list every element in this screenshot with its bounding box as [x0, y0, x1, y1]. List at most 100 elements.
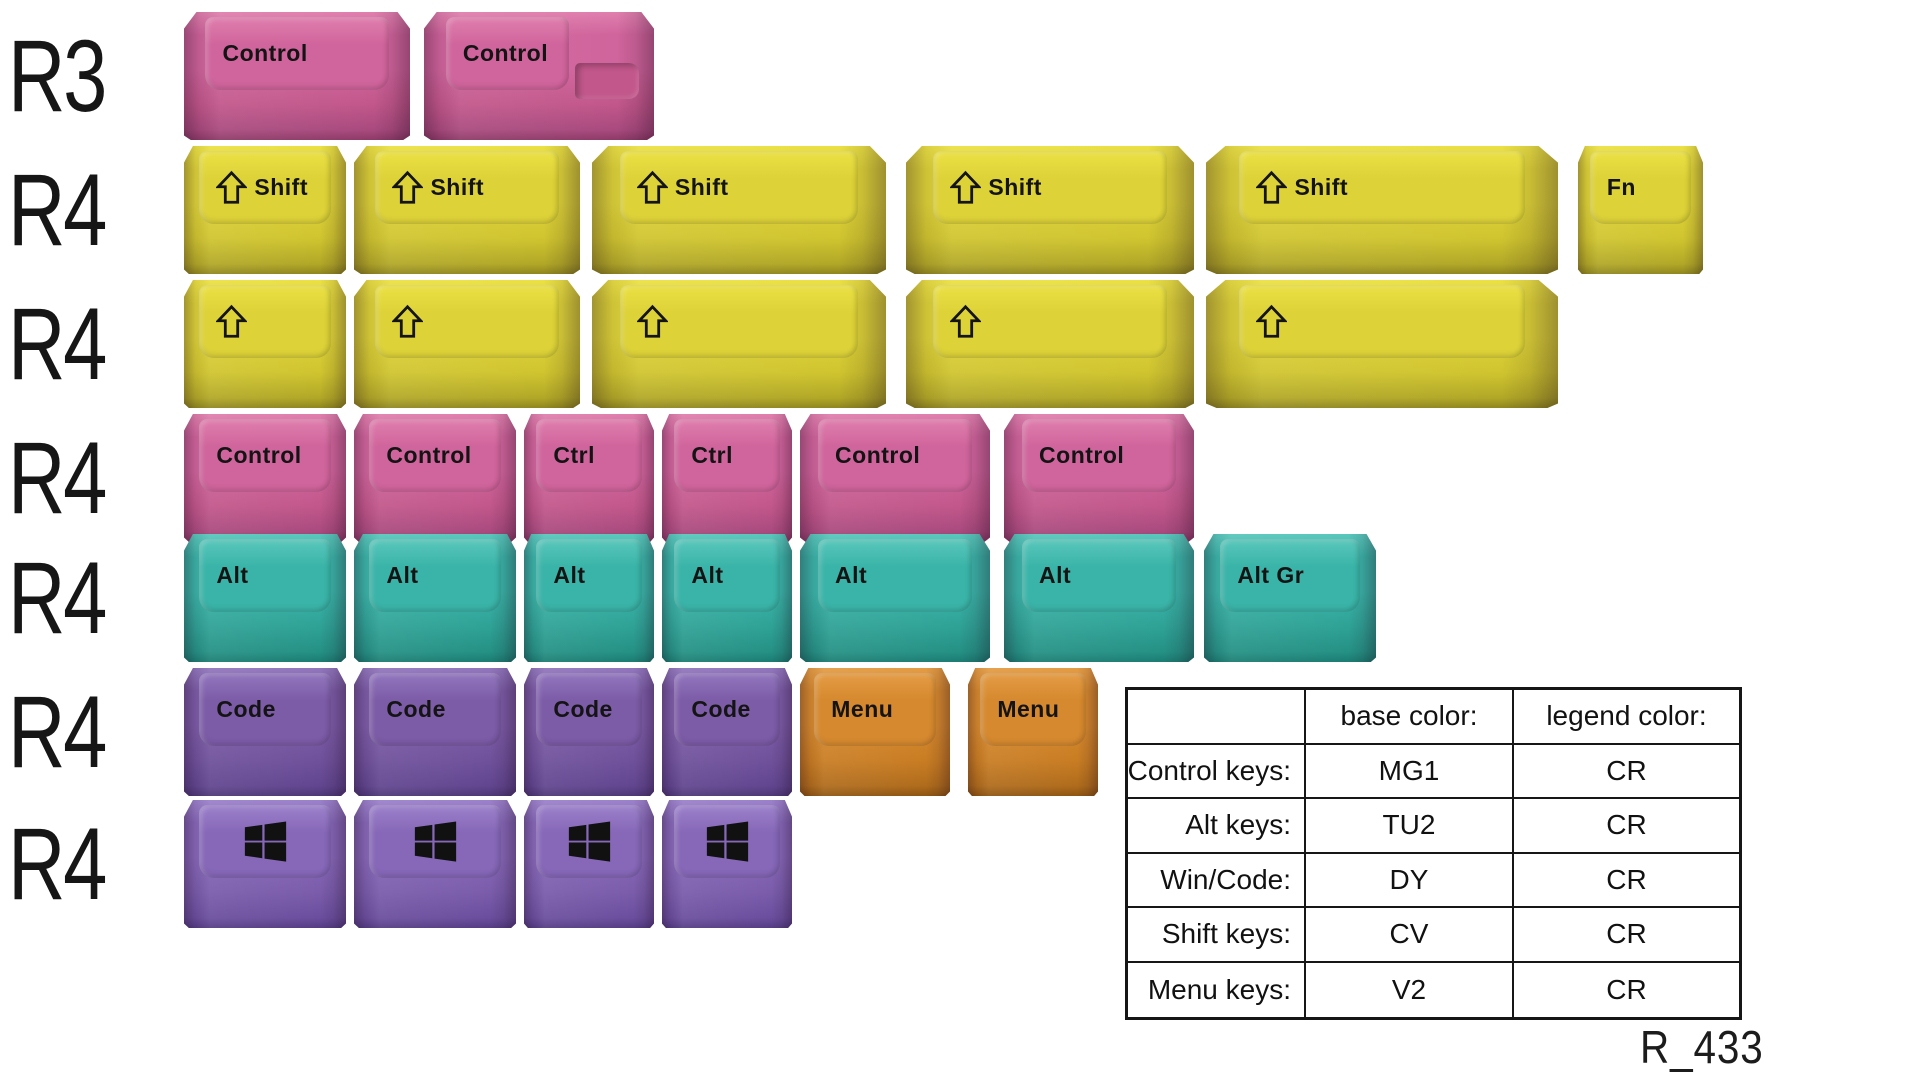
keycap-top-face: Control [445, 17, 569, 90]
keycap-legend: Shift [254, 173, 308, 200]
keycap-top-face [1239, 285, 1525, 358]
table-row-shift-label: Shift keys: [1128, 908, 1306, 963]
keycap-legend: Code [216, 695, 276, 722]
keycap-top-face: Shift [619, 151, 859, 224]
keycap-legend: Ctrl [553, 441, 595, 468]
keycap-control-stepped: Control [424, 12, 654, 140]
keycap-shift: Shift [1206, 146, 1558, 274]
table-row-menu-legend: CR [1606, 973, 1647, 1005]
keycap-legend: Ctrl [691, 441, 733, 468]
shift-arrow-icon [1256, 304, 1288, 338]
keycap-fn: Fn [1578, 146, 1703, 274]
keycap-legend: Shift [674, 173, 729, 200]
keycap-top-face: Alt [369, 539, 501, 612]
keycap-shift: Shift [184, 146, 346, 274]
table-row-wincode-legend: CR [1514, 854, 1739, 908]
keycap-top-face [674, 805, 780, 878]
keycap-alt: Alt [354, 534, 516, 662]
keycap-top-face: Shift [1239, 151, 1525, 224]
keycap-alt: Alt [184, 534, 346, 662]
keycap-shift-arrow [592, 280, 886, 408]
table-row-wincode-base: DY [1306, 853, 1514, 908]
keycap-legend: Alt [835, 561, 868, 588]
keycap-legend: Alt Gr [1237, 561, 1305, 588]
keycap-top-face [536, 805, 642, 878]
table-row-menu-base: V2 [1306, 962, 1514, 1017]
keycap-alt: Alt [662, 534, 792, 662]
windows-logo-icon [568, 821, 610, 862]
keycap-code: Code [662, 668, 792, 796]
keycap-top-face: Code [674, 673, 780, 746]
keycap-top-face: Alt [674, 539, 780, 612]
shift-arrow-icon [392, 170, 424, 204]
table-row-control-base: MG1 [1306, 744, 1514, 799]
keycap-top-face: Shift [199, 151, 331, 224]
table-row-shift-legend: CR [1514, 908, 1739, 963]
row-label-r3: R3 [8, 19, 107, 133]
keycap-control: Control [184, 414, 346, 542]
shift-arrow-icon [636, 304, 668, 338]
render-id-label: R_433 [1640, 1021, 1764, 1073]
row-label-r4-6: R4 [8, 807, 107, 921]
keycap-ctrl: Ctrl [524, 414, 654, 542]
keycap-top-face: Alt [536, 539, 642, 612]
keycap-top-face: Control [199, 419, 331, 492]
keycap-top-face: Alt [1022, 539, 1176, 612]
keycap-legend: Shift [988, 173, 1042, 200]
shift-arrow-icon [636, 170, 668, 204]
keycap-legend: Control [462, 39, 549, 66]
keycap-legend: Fn [1606, 173, 1636, 200]
keycap-legend: Code [386, 695, 446, 722]
keycap-top-face: Shift [933, 151, 1167, 224]
windows-logo-icon [244, 821, 286, 862]
keycap-ctrl: Ctrl [662, 414, 792, 542]
keycap-control: Control [184, 12, 410, 140]
keycap-shift-arrow [184, 280, 346, 408]
keycap-top-face: Control [1022, 419, 1176, 492]
keycap-alt: Alt [1004, 534, 1194, 662]
keycap-legend: Alt [1039, 561, 1072, 588]
keycap-top-face [199, 285, 331, 358]
windows-logo-icon [414, 821, 456, 862]
keycap-top-face: Alt [818, 539, 972, 612]
shift-arrow-icon [392, 304, 424, 338]
keycap-code: Code [354, 668, 516, 796]
keycap-top-face: Fn [1589, 151, 1692, 224]
keycap-win-logo [354, 800, 516, 928]
keycap-legend: Alt [691, 561, 724, 588]
keycap-top-face: Alt Gr [1220, 539, 1360, 612]
table-row-alt-base: TU2 [1306, 799, 1514, 854]
keycap-legend: Menu [997, 695, 1060, 722]
keycap-win-logo [524, 800, 654, 928]
table-row-alt-legend: CR [1514, 799, 1739, 854]
table-row-alt-label: Alt keys: [1128, 799, 1306, 854]
keycap-shift-arrow [1206, 280, 1558, 408]
keycap-legend: Control [216, 441, 302, 468]
shift-arrow-icon [216, 304, 248, 338]
color-reference-table: base color: legend color: Control keys: … [1125, 687, 1742, 1020]
keycap-top-face: Ctrl [536, 419, 642, 492]
windows-logo-icon [706, 821, 748, 862]
keycap-legend: Alt [386, 561, 419, 588]
keycap-shift: Shift [592, 146, 886, 274]
keycap-legend: Code [691, 695, 751, 722]
keycap-win-logo [184, 800, 346, 928]
keycap-control: Control [1004, 414, 1194, 542]
keycap-shift-arrow [354, 280, 580, 408]
shift-arrow-icon [950, 170, 982, 204]
keycap-top-face: Alt [199, 539, 331, 612]
keycap-win-logo [662, 800, 792, 928]
keycap-top-face [199, 805, 331, 878]
row-label-r4-2: R4 [8, 287, 107, 401]
keycap-alt: Alt [524, 534, 654, 662]
keycap-top-face: Code [199, 673, 331, 746]
keycap-alt: Alt [800, 534, 990, 662]
table-row-wincode-label: Win/Code: [1128, 853, 1306, 908]
table-header-legend: legend color: [1514, 690, 1739, 745]
keycap-legend: Control [835, 441, 921, 468]
keycap-top-face: Ctrl [674, 419, 780, 492]
keycap-alt-gr: Alt Gr [1204, 534, 1376, 662]
keycap-legend: Control [1039, 441, 1125, 468]
table-row-shift-base: CV [1306, 908, 1514, 963]
row-label-r4-3: R4 [8, 421, 107, 535]
